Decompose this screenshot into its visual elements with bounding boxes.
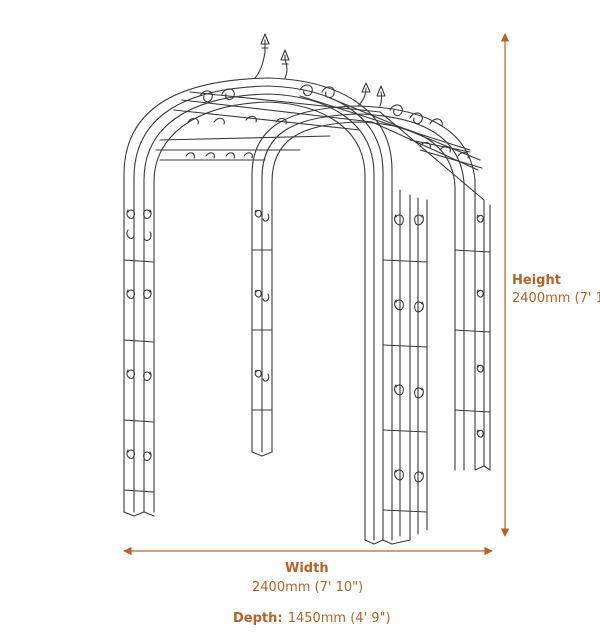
height-value: 2400mm (7' 1 <box>512 291 600 306</box>
leg-scrolls-back-right <box>454 214 491 438</box>
finial-back-left <box>357 82 371 107</box>
roof-crossbars <box>155 91 485 201</box>
finial-front-left <box>254 33 270 79</box>
depth-dimension: Depth: 1450mm (4' 9") <box>233 607 391 626</box>
leg-scrolls-right <box>382 214 428 513</box>
front-arch-frame <box>123 77 411 545</box>
back-arch-frame <box>251 105 491 471</box>
roof-scroll-panel <box>185 84 469 159</box>
front-right-leg <box>399 189 428 541</box>
height-title: Height <box>512 273 561 288</box>
leg-scrolls-left <box>123 209 155 493</box>
depth-value: 1450mm (4' 9") <box>287 611 391 626</box>
width-value: 2400mm (7' 10") <box>252 580 364 595</box>
finial-back-right <box>376 85 386 107</box>
width-title: Width <box>285 561 329 576</box>
leg-scrolls-back-left <box>251 209 273 411</box>
garden-arch-drawing <box>123 33 491 545</box>
depth-title: Depth: <box>233 611 283 626</box>
finial-front-right <box>280 49 290 79</box>
right-back-leg <box>483 199 491 471</box>
